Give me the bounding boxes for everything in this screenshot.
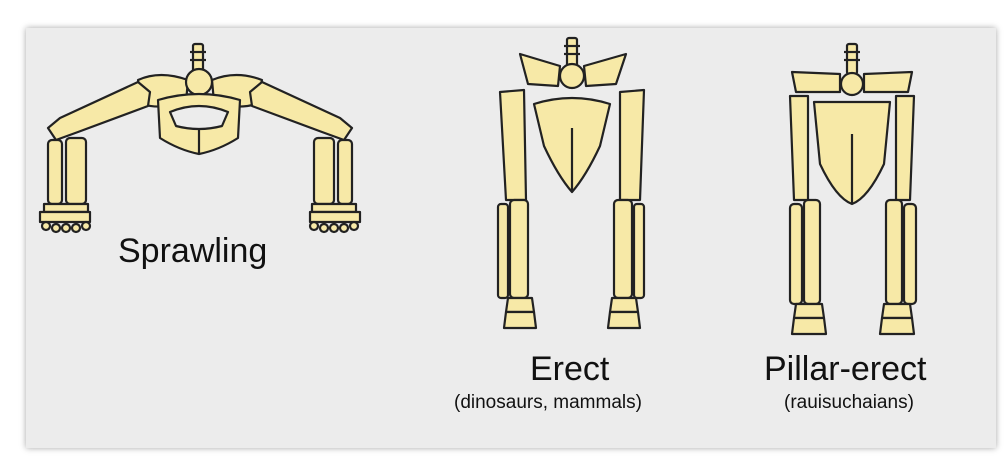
erect-skeleton xyxy=(498,38,644,328)
erect-label: Erect xyxy=(530,350,609,389)
sprawling-label: Sprawling xyxy=(118,232,267,271)
sprawling-skeleton xyxy=(40,44,360,232)
erect-sublabel: (dinosaurs, mammals) xyxy=(454,392,642,414)
pillar-erect-label: Pillar-erect xyxy=(764,350,926,389)
pillar-erect-sublabel: (rauisuchaians) xyxy=(784,392,914,414)
pillar-erect-skeleton xyxy=(790,44,916,334)
